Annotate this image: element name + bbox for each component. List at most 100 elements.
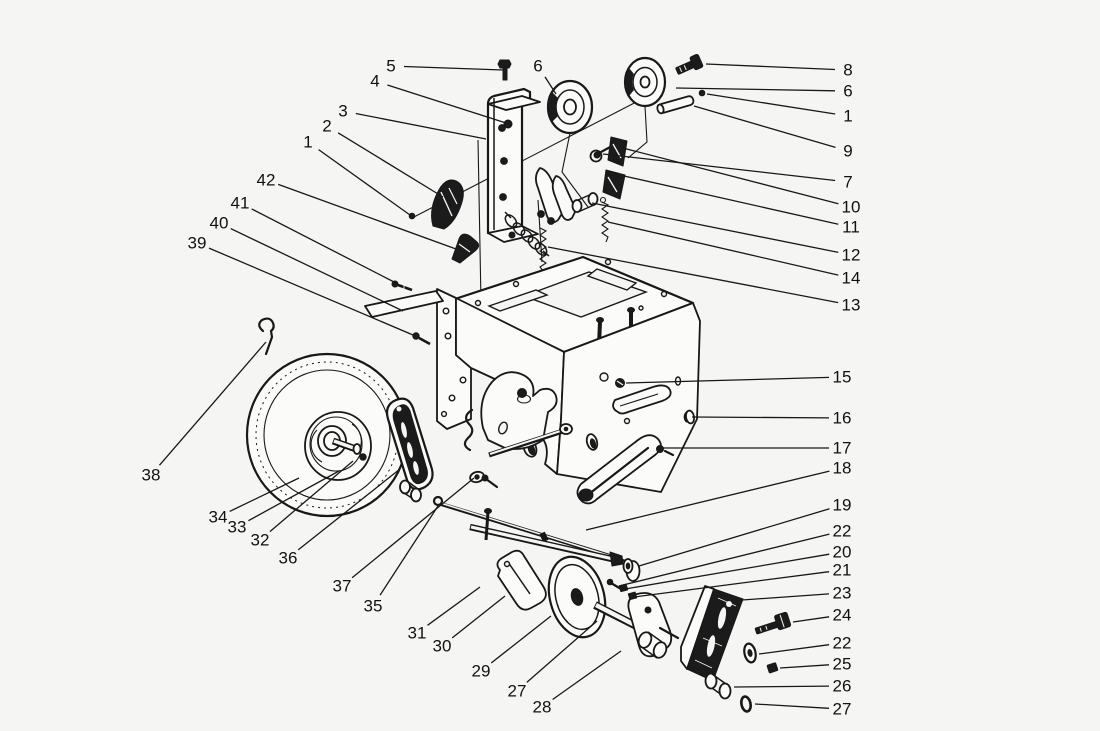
callout-label-32-12: 32 [251, 531, 270, 550]
callout-label-17-34: 17 [833, 439, 852, 458]
wing-bracket-42 [451, 233, 480, 264]
nut-25 [766, 662, 779, 674]
callout-leader-38-9 [159, 341, 267, 466]
callout-label-28-20: 28 [533, 698, 552, 717]
callout-leader-28-20 [552, 650, 622, 701]
callout-label-6-21: 6 [533, 57, 542, 76]
spacer-26 [704, 672, 732, 700]
callout-leader-21-39 [633, 571, 830, 598]
idler-pulley-left [546, 79, 594, 208]
callout-label-38-9: 38 [142, 466, 161, 485]
hook-pin-38 [258, 317, 275, 356]
callout-label-1-4: 1 [303, 133, 312, 152]
callout-leader-11-28 [623, 175, 839, 225]
callout-leader-32-12 [269, 460, 354, 533]
callout-leader-5-0 [403, 65, 504, 71]
shift-arm-lower [576, 434, 675, 505]
callout-label-13-31: 13 [842, 296, 861, 315]
callout-leader-9-25 [693, 105, 836, 149]
callout-label-37-14: 37 [333, 577, 352, 596]
callout-label-33-11: 33 [228, 518, 247, 537]
pin-9 [656, 95, 695, 115]
callout-leader-30-17 [451, 595, 506, 639]
callout-leader-16-33 [691, 416, 830, 419]
callout-leader-3-2 [355, 112, 487, 140]
callout-leader-1-4 [318, 149, 411, 216]
spacer-12 [571, 192, 599, 213]
callout-label-34-10: 34 [209, 508, 228, 527]
callout-leader-37-14 [351, 477, 475, 579]
callout-label-11-28: 11 [842, 218, 860, 237]
washer-22-lower [743, 642, 757, 664]
callout-label-30-17: 30 [433, 637, 452, 656]
callout-leader-1-24 [706, 93, 836, 115]
callout-label-26-44: 26 [833, 677, 852, 696]
callout-label-41-6: 41 [231, 194, 250, 213]
guard-rod [477, 139, 482, 303]
callout-leader-39-8 [208, 247, 414, 336]
callout-label-3-2: 3 [338, 102, 347, 121]
washer-16 [683, 409, 695, 425]
callout-leader-25-43 [779, 664, 830, 669]
callout-leader-34-10 [229, 477, 300, 512]
callout-leader-27-45 [754, 703, 830, 709]
callout-label-40-7: 40 [210, 214, 229, 233]
callout-leader-4-1 [387, 84, 507, 124]
spring-hook [463, 408, 474, 452]
shift-arm-upper [612, 378, 672, 415]
callout-label-31-16: 31 [408, 624, 427, 643]
traction-bracket-23 [680, 585, 744, 682]
callout-label-4-1: 4 [370, 72, 379, 91]
cable-bracket-2 [408, 179, 464, 230]
callout-leader-12-29 [591, 202, 839, 254]
clutch-linkage [504, 136, 628, 273]
spring-13-extension [539, 227, 548, 273]
friction-disc-29 [547, 555, 607, 639]
callout-leader-15-32 [625, 376, 830, 384]
callout-leader-8-22 [705, 63, 836, 71]
callout-label-14-30: 14 [842, 269, 861, 288]
callout-label-23-40: 23 [833, 584, 852, 603]
callout-leader-42-5 [277, 183, 457, 250]
callout-label-16-33: 16 [833, 409, 852, 428]
bolt-41 [391, 280, 413, 292]
callout-leader-40-7 [230, 228, 404, 312]
shift-rod-35 [432, 495, 611, 558]
callout-leader-29-18 [490, 615, 552, 664]
idler-bracket [486, 59, 541, 243]
callout-leader-22-42 [758, 644, 830, 655]
callout-leader-22-37 [618, 533, 830, 587]
callout-leader-6-21 [544, 76, 557, 95]
callout-label-35-15: 35 [364, 597, 383, 616]
callout-label-2-3: 2 [322, 117, 331, 136]
bolt-39 [412, 332, 431, 346]
hub-cover-36 [385, 397, 434, 503]
plate-40 [364, 290, 444, 318]
callout-label-29-18: 29 [472, 662, 491, 681]
callout-leader-19-36 [638, 508, 830, 567]
callout-label-6-23: 6 [843, 82, 852, 101]
callout-label-15-32: 15 [833, 368, 852, 387]
callout-label-27-45: 27 [833, 700, 852, 719]
callout-label-19-36: 19 [833, 496, 852, 515]
callout-leader-7-26 [602, 153, 836, 182]
callout-leader-33-11 [248, 470, 340, 522]
spring-14 [601, 201, 610, 243]
callout-label-24-41: 24 [833, 606, 852, 625]
callout-label-12-29: 12 [842, 246, 861, 265]
nut-21 [627, 591, 638, 601]
callout-leader-6-23 [675, 87, 836, 92]
callout-leader-31-16 [427, 586, 481, 626]
callout-label-21-39: 21 [833, 561, 852, 580]
callout-leader-24-41 [792, 616, 830, 623]
callout-label-27-19: 27 [508, 682, 527, 701]
callout-label-5-0: 5 [386, 57, 395, 76]
callout-leader-13-31 [547, 246, 839, 304]
callout-leader-10-27 [618, 146, 839, 205]
ring-27-lower [740, 695, 752, 713]
callout-label-1-24: 1 [843, 107, 852, 126]
idler-pulley-right [623, 56, 667, 159]
